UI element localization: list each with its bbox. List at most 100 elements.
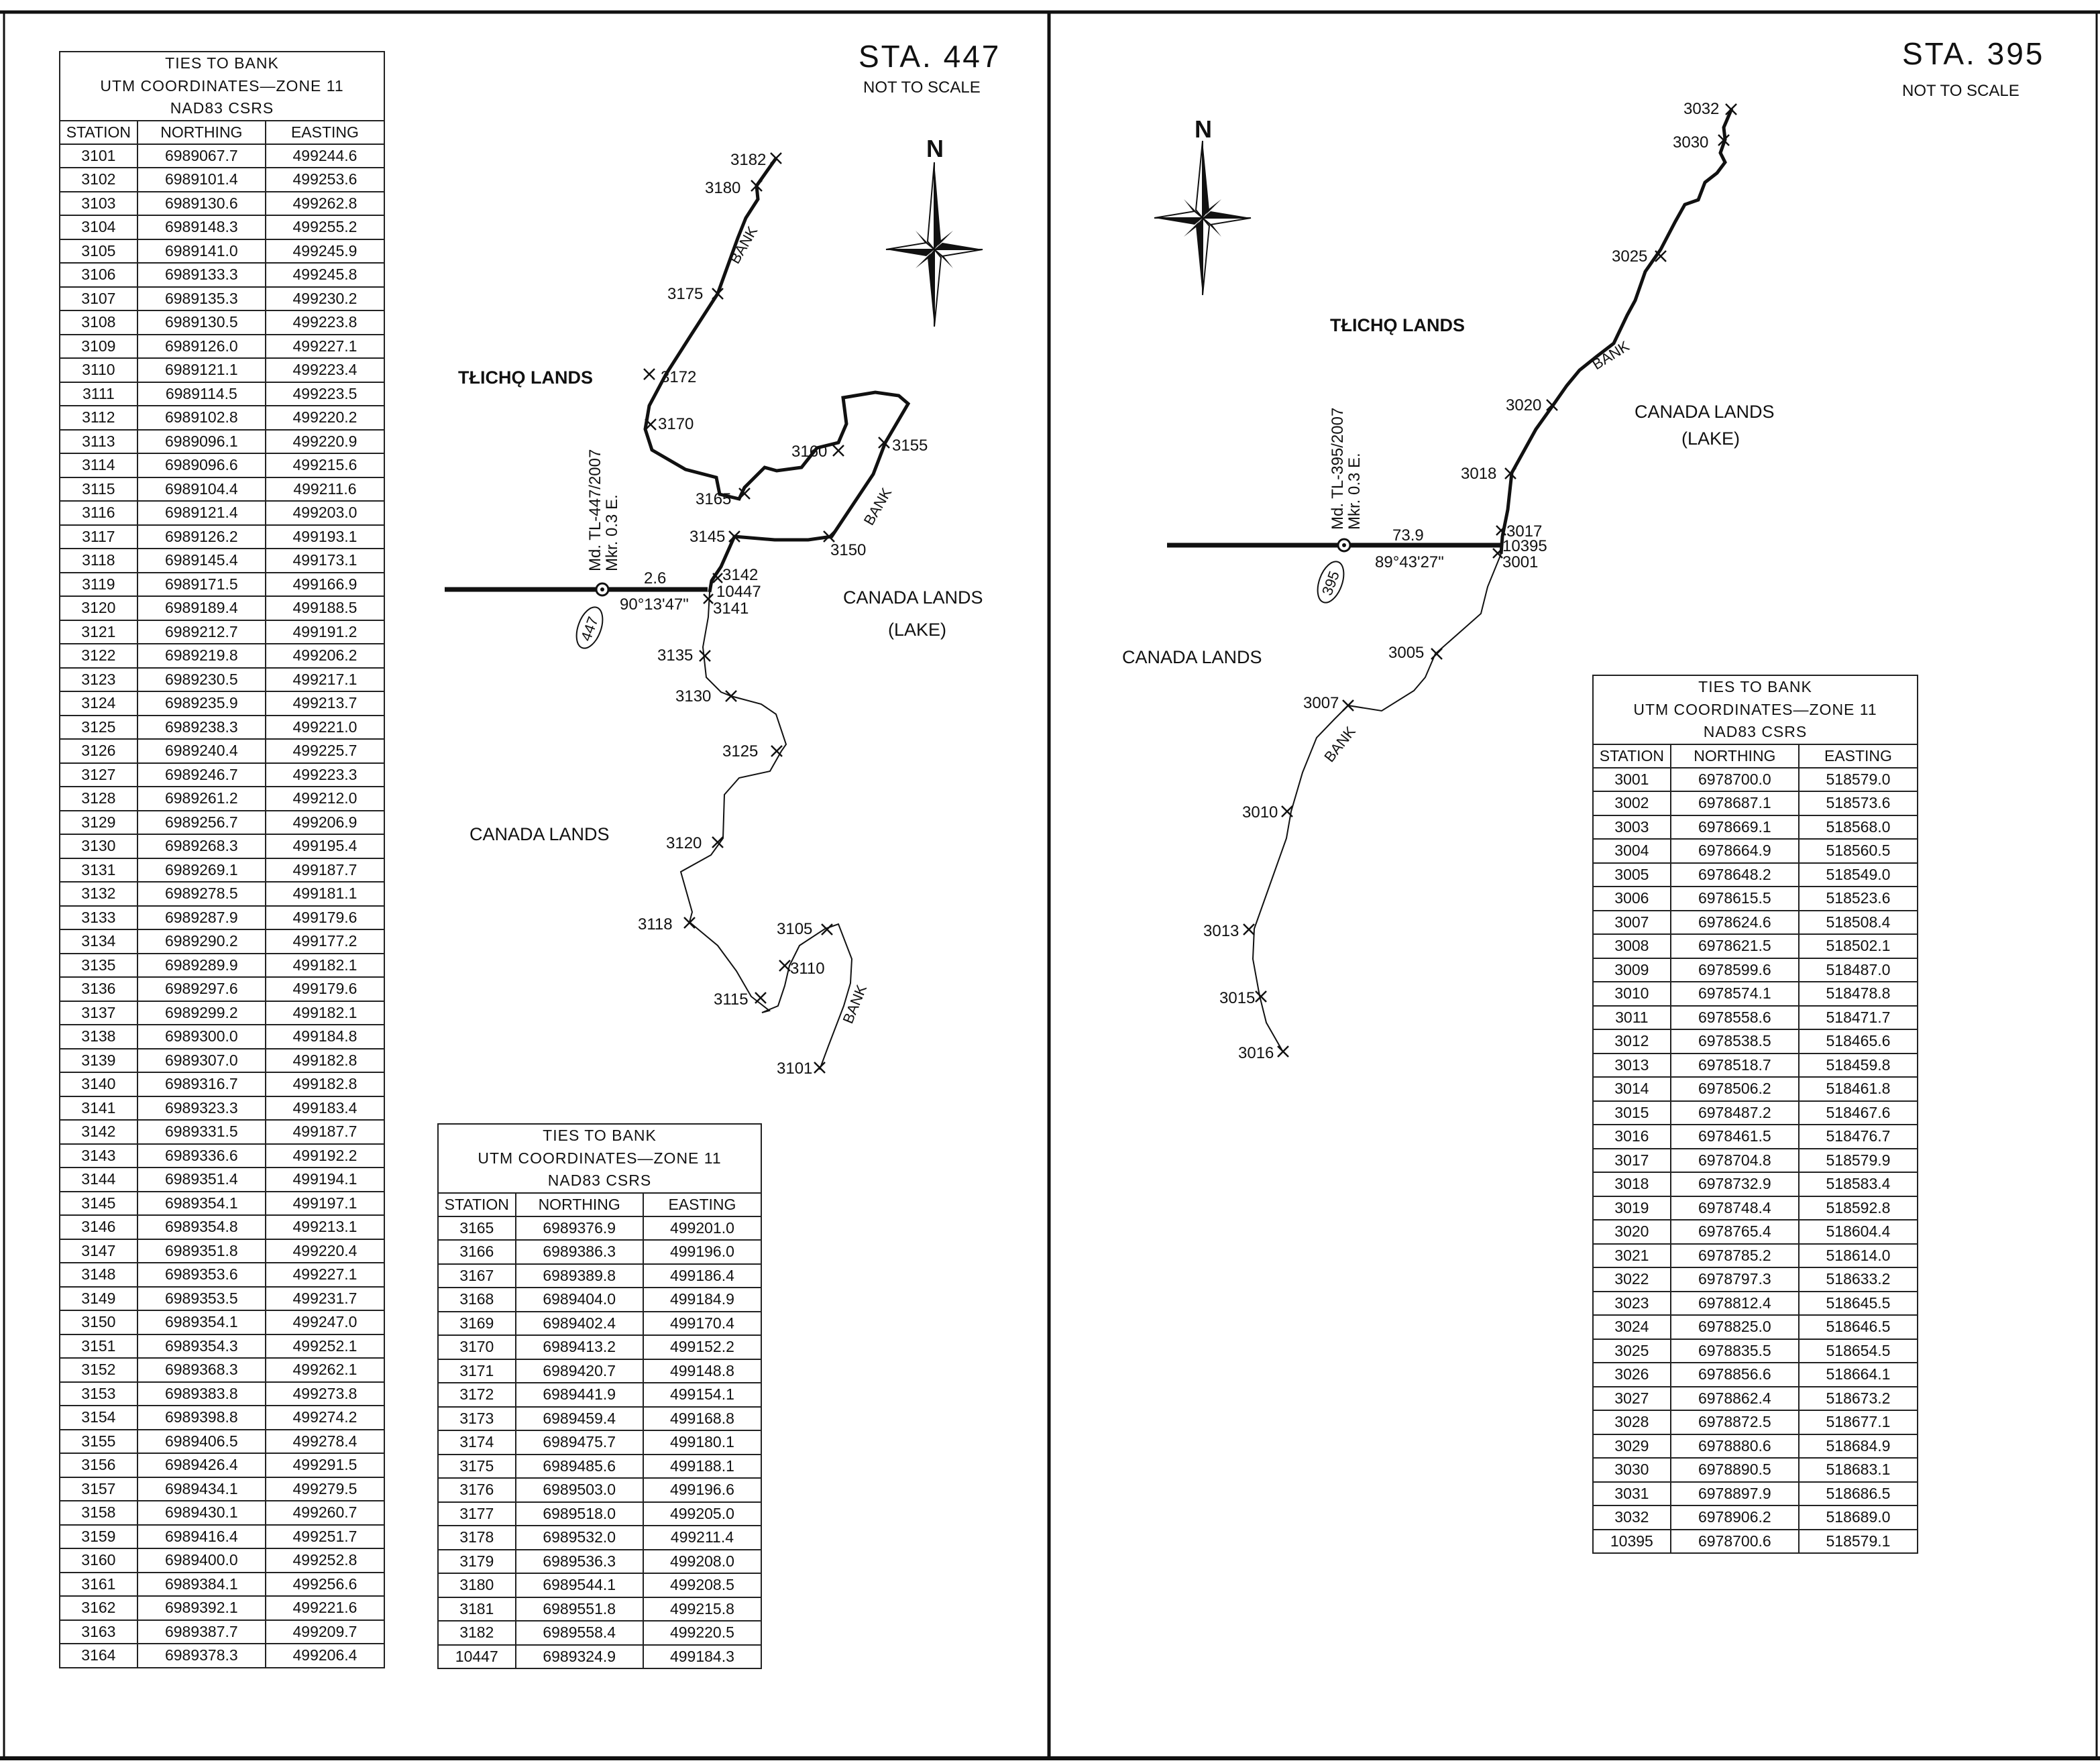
col-station: STATION <box>437 1192 516 1217</box>
cell-northing: 6989212.7 <box>136 619 266 644</box>
cell-easting: 518502.1 <box>1798 933 1919 959</box>
cell-easting: 499291.5 <box>264 1453 386 1478</box>
north-arrow-icon: N <box>1154 115 1252 296</box>
cell-station: 3154 <box>59 1405 138 1430</box>
cell-northing: 6989404.0 <box>514 1287 644 1312</box>
cell-station: 3166 <box>437 1239 516 1265</box>
cell-northing: 6989287.9 <box>136 905 266 930</box>
station-marker: 3115 <box>714 990 767 1009</box>
cell-easting: 499223.3 <box>264 762 386 787</box>
cell-easting: 499260.7 <box>264 1500 386 1526</box>
cell-northing: 6989104.4 <box>136 476 266 502</box>
cell-easting: 499188.5 <box>264 595 386 621</box>
right-bank-line-south <box>1252 553 1502 1051</box>
cell-station: 3141 <box>59 1095 138 1121</box>
cell-easting: 499182.8 <box>264 1047 386 1073</box>
left-station-markers: 3182 3180 3175 3172 3170 3165 3160 3155 … <box>638 151 928 1078</box>
cell-station: 3031 <box>1592 1481 1671 1506</box>
right-lake-label: (LAKE) <box>1681 429 1740 449</box>
cell-station: 3158 <box>59 1500 138 1526</box>
cell-easting: 499182.8 <box>264 1072 386 1097</box>
right-tlicho-label: TŁICHǪ LANDS <box>1330 315 1465 335</box>
cell-station: 3029 <box>1592 1433 1671 1459</box>
cell-easting: 518583.4 <box>1798 1172 1919 1197</box>
cell-station: 3171 <box>437 1358 516 1383</box>
cell-easting: 499148.8 <box>642 1358 763 1383</box>
cell-station: 3027 <box>1592 1385 1671 1411</box>
cell-easting: 499177.2 <box>264 929 386 954</box>
cell-station: 3139 <box>59 1047 138 1073</box>
station-marker: 3007 <box>1303 694 1354 712</box>
right-distance: 73.9 <box>1392 526 1424 545</box>
cell-northing: 6978687.1 <box>1669 791 1800 816</box>
right-marker-offset: Mkr. 0.3 E. <box>1345 453 1364 530</box>
cell-easting: 499230.2 <box>264 286 386 311</box>
cell-northing: 6989121.4 <box>136 500 266 526</box>
cell-easting: 518487.0 <box>1798 957 1919 982</box>
cell-northing: 6978487.2 <box>1669 1100 1800 1125</box>
cell-northing: 6989551.8 <box>514 1596 644 1622</box>
cell-station: 3106 <box>59 262 138 288</box>
cell-northing: 6989400.0 <box>136 1548 266 1573</box>
svg-text:3118: 3118 <box>638 915 673 933</box>
cell-northing: 6989331.5 <box>136 1119 266 1145</box>
cell-easting: 518633.2 <box>1798 1267 1919 1292</box>
cell-northing: 6989323.3 <box>136 1095 266 1121</box>
cell-easting: 499227.1 <box>264 1262 386 1288</box>
cell-northing: 6978748.4 <box>1669 1195 1800 1220</box>
cell-northing: 6978880.6 <box>1669 1433 1800 1459</box>
cell-easting: 499188.1 <box>642 1453 763 1479</box>
cell-station: 3024 <box>1592 1314 1671 1340</box>
cell-northing: 6989459.4 <box>514 1406 644 1431</box>
left-bank-line-south <box>679 591 853 1070</box>
cell-northing: 6989096.6 <box>136 453 266 478</box>
cell-station: 3182 <box>437 1620 516 1646</box>
cell-northing: 6978624.6 <box>1669 909 1800 935</box>
cell-northing: 6978906.2 <box>1669 1505 1800 1530</box>
cell-northing: 6989135.3 <box>136 286 266 311</box>
cell-northing: 6978897.9 <box>1669 1481 1800 1506</box>
cell-northing: 6989503.0 <box>514 1477 644 1503</box>
station-marker: 3145 <box>689 528 740 546</box>
cell-northing: 6989389.8 <box>514 1263 644 1288</box>
station-marker: 3175 <box>667 285 724 303</box>
cell-easting: 518683.1 <box>1798 1457 1919 1483</box>
cell-northing: 6978518.7 <box>1669 1052 1800 1078</box>
cell-northing: 6989351.8 <box>136 1238 266 1263</box>
cell-northing: 6989316.7 <box>136 1072 266 1097</box>
svg-text:3005: 3005 <box>1388 644 1424 662</box>
cell-station: 3151 <box>59 1333 138 1359</box>
cell-station: 3150 <box>59 1310 138 1335</box>
cell-easting: 499184.8 <box>264 1024 386 1049</box>
cell-station: 3136 <box>59 976 138 1002</box>
cell-easting: 499252.8 <box>264 1548 386 1573</box>
cell-easting: 499253.6 <box>264 167 386 192</box>
cell-northing: 6989171.5 <box>136 571 266 597</box>
cell-easting: 518677.1 <box>1798 1410 1919 1435</box>
table-title: TIES TO BANK <box>59 51 385 75</box>
station-marker: 3141 <box>703 593 749 618</box>
station-marker: 3118 <box>638 915 696 933</box>
cell-northing: 6989246.7 <box>136 762 266 787</box>
left-bank-line-north <box>643 157 911 593</box>
cell-easting: 499273.8 <box>264 1381 386 1406</box>
cell-northing: 6989289.9 <box>136 952 266 978</box>
